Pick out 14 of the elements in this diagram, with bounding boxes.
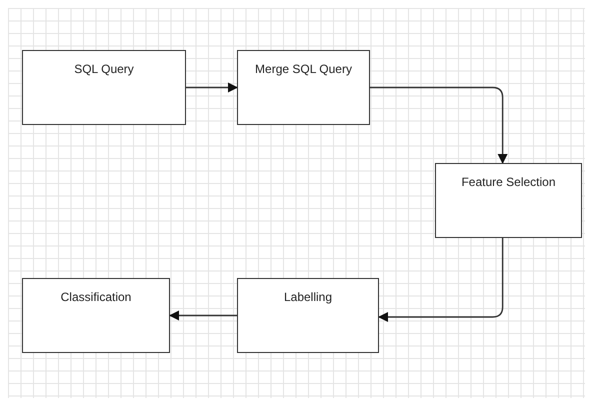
process-box	[237, 50, 370, 125]
box-label: Classification	[60, 290, 132, 304]
box-label: SQL Query	[73, 62, 135, 76]
arrow	[169, 310, 237, 320]
box-label: Feature Selection	[460, 175, 557, 189]
box-label: Labelling	[282, 290, 334, 304]
arrow	[378, 238, 504, 322]
process-box	[435, 163, 582, 238]
process-box	[237, 278, 379, 353]
process-box	[22, 50, 186, 125]
arrow	[370, 86, 508, 164]
box-label: Merge SQL Query	[254, 62, 353, 76]
arrow	[186, 82, 238, 92]
process-box	[22, 278, 170, 353]
